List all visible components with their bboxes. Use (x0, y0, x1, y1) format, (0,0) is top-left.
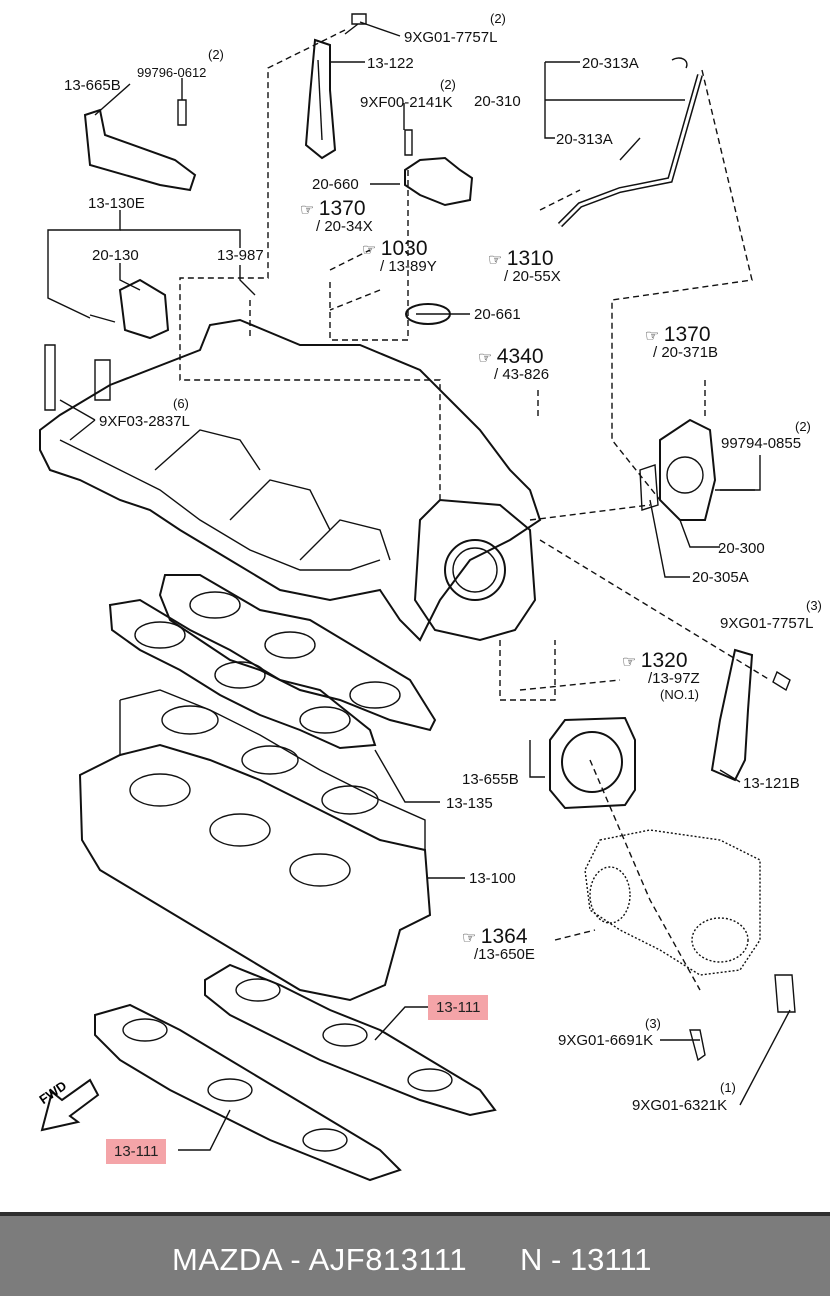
label-20-310: 20-310 (474, 93, 521, 110)
label-20-300: 20-300 (718, 540, 765, 557)
hand-pointer-icon: ☞ (300, 202, 315, 219)
qty-label: (2) (490, 11, 506, 26)
highlight-label-13-111: 13-111 (428, 995, 489, 1020)
bolt-6691k-icon (689, 1029, 706, 1062)
ref-note: (NO.1) (660, 687, 699, 702)
label-9xg01-6691k: 9XG01-6691K (558, 1032, 654, 1049)
ref-subcode: / 20-34X (316, 218, 373, 235)
upper-manifold (39, 318, 542, 642)
ref-subcode: /13-650E (474, 946, 535, 963)
ref-subcode: /13-97Z (648, 670, 700, 687)
highlight-label-13-111: 13-111 (106, 1139, 167, 1164)
fwd-arrow-icon (40, 1078, 100, 1132)
label-9xg01-6321k: 9XG01-6321K (632, 1097, 728, 1114)
ref-callout: ☞ 1310 / 20-55X (488, 248, 561, 285)
label-20-305a: 20-305A (692, 569, 749, 586)
ref-number: 1364 (480, 925, 528, 948)
dashed-guides (179, 29, 771, 991)
label-20-313a-top: 20-313A (582, 55, 639, 72)
label-13-130e: 13-130E (88, 195, 145, 212)
hand-pointer-icon: ☞ (622, 654, 637, 671)
label-20-661: 20-661 (474, 306, 521, 323)
ref-callout: ☞ 4340 / 43-826 (478, 346, 549, 383)
ref-subcode: / 43-826 (494, 366, 550, 383)
ref-callout: ☞ 1364 /13-650E (462, 926, 535, 963)
valve-20-660 (404, 156, 474, 207)
gasket-13-655b (549, 716, 636, 810)
ref-subcode: / 20-55X (504, 268, 561, 285)
bolt-icon (344, 13, 367, 35)
footer-part-number: MAZDA - AJF813111 (172, 1242, 468, 1277)
label-13-121b: 13-121B (743, 775, 800, 792)
qty-label: (3) (806, 598, 822, 613)
ref-number: 1030 (380, 237, 428, 260)
ref-callout: ☞ 1030 / 13-89Y (362, 238, 437, 275)
gasket-13-111-upper (204, 963, 497, 1117)
ref-subcode: / 13-89Y (380, 258, 437, 275)
label-20-130: 20-130 (92, 247, 139, 264)
label-9xf03-2837l: 9XF03-2837L (99, 413, 190, 430)
lower-manifold-13-100 (78, 743, 432, 1002)
qty-label: (3) (645, 1016, 661, 1031)
bracket-13-122 (304, 38, 337, 160)
footer-bar: MAZDA - AJF813111 N - 13111 (0, 1212, 830, 1296)
actuator-20-300 (659, 418, 717, 521)
hand-pointer-icon: ☞ (462, 930, 477, 947)
qty-label: (2) (208, 47, 224, 62)
leader-lines (47, 21, 791, 1151)
hand-pointer-icon: ☞ (478, 350, 493, 367)
label-99794-0855: 99794-0855 (721, 435, 802, 452)
hand-pointer-icon: ☞ (362, 242, 377, 259)
label-20-660: 20-660 (312, 176, 359, 193)
gasket-13-135 (158, 574, 437, 732)
ref-number: 1310 (506, 247, 554, 270)
label-13-655b: 13-655B (462, 771, 519, 788)
qty-label: (2) (795, 419, 811, 434)
footer-code: N - 13111 (520, 1242, 652, 1277)
parts-diagram (39, 13, 796, 1182)
bolt-6321k-icon (774, 974, 796, 1013)
ref-callout: ☞ 1320 /13-97Z (NO.1) (622, 650, 700, 703)
qty-label: (6) (173, 396, 189, 411)
bracket-13-665b (83, 108, 197, 192)
label-20-313a-mid: 20-313A (556, 131, 613, 148)
ref-number: 1320 (640, 649, 688, 672)
qty-label: (1) (720, 1080, 736, 1095)
ref-subcode: / 20-371B (653, 344, 719, 361)
label-13-987: 13-987 (217, 247, 264, 264)
hand-pointer-icon: ☞ (645, 328, 660, 345)
qty-label: (2) (440, 77, 456, 92)
label-99796-0612: 99796-0612 (137, 65, 207, 80)
ref-number: 4340 (496, 345, 544, 368)
label-13-100: 13-100 (469, 870, 516, 887)
throttle-body (584, 829, 761, 976)
label-13-665b: 13-665B (64, 77, 121, 94)
ref-callout: ☞ 1370 / 20-34X (300, 198, 373, 235)
label-13-122: 13-122 (367, 55, 414, 72)
gasket-13-111-lower (94, 1003, 402, 1182)
ref-number: 1370 (663, 323, 711, 346)
label-9xg01-7757l-top: 9XG01-7757L (404, 29, 498, 46)
label-9xg01-7757l-mid: 9XG01-7757L (720, 615, 814, 632)
label-9xf00-2141k: 9XF00-2141K (360, 94, 453, 111)
label-13-135: 13-135 (446, 795, 493, 812)
ref-number: 1370 (318, 197, 366, 220)
bracket-13-121b (710, 648, 754, 782)
hand-pointer-icon: ☞ (488, 252, 503, 269)
ref-callout: ☞ 1370 / 20-371B (645, 324, 718, 361)
throttle-flange (413, 498, 537, 642)
sensor-20-130 (118, 278, 170, 340)
